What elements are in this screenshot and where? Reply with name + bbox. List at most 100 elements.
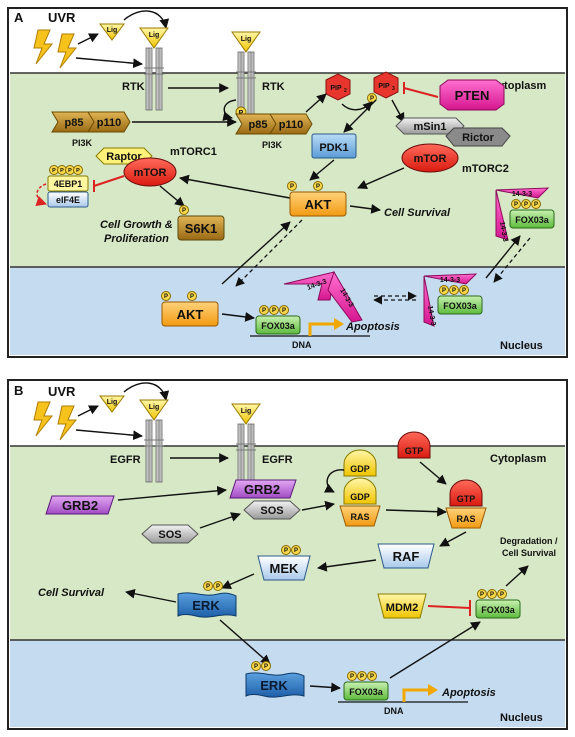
svg-text:P: P bbox=[514, 202, 518, 208]
svg-text:Lig: Lig bbox=[107, 399, 118, 406]
svg-text:P: P bbox=[350, 674, 354, 680]
svg-text:P: P bbox=[164, 294, 168, 300]
svg-text:P: P bbox=[316, 184, 320, 190]
svg-text:14-3-3: 14-3-3 bbox=[426, 305, 436, 326]
svg-text:P: P bbox=[282, 308, 286, 314]
svg-text:PDK1: PDK1 bbox=[319, 142, 348, 154]
svg-text:PTEN: PTEN bbox=[455, 88, 490, 103]
uv-bolt-icon bbox=[57, 33, 78, 69]
gdp-node-top: GDP bbox=[343, 449, 377, 477]
svg-text:Lig: Lig bbox=[149, 404, 160, 411]
cytoplasm-region bbox=[10, 446, 565, 640]
svg-text:Cell Survival: Cell Survival bbox=[502, 548, 556, 558]
svg-text:P: P bbox=[500, 592, 504, 598]
svg-text:RAS: RAS bbox=[456, 514, 475, 524]
svg-text:RAF: RAF bbox=[393, 549, 420, 564]
s6k1-node: P S6K1 bbox=[177, 205, 225, 241]
svg-text:FOX03a: FOX03a bbox=[349, 687, 384, 697]
svg-text:P: P bbox=[294, 548, 298, 554]
dna-label: DNA bbox=[384, 706, 404, 716]
dna-label: DNA bbox=[292, 340, 312, 350]
svg-text:AKT: AKT bbox=[305, 197, 332, 212]
fox03a-cytoplasm: P P P FOX03a bbox=[475, 589, 521, 619]
egfr-label-1: EGFR bbox=[110, 454, 141, 466]
pdk1-node: PDK1 bbox=[311, 133, 357, 159]
panel-b: B Cytoplasm Nucleus UVR Lig Lig EGFR Lig bbox=[7, 379, 568, 730]
svg-text:P: P bbox=[370, 96, 374, 102]
svg-text:GRB2: GRB2 bbox=[244, 482, 280, 497]
fox03a-14-3-3-nucleus: 14-3-3 14-3-3 P P P FOX03a bbox=[423, 273, 483, 327]
cell-growth-label: Cell Growth & bbox=[100, 219, 173, 231]
gtp-node-top: GTP bbox=[397, 431, 431, 459]
fox03a-nucleus: P P P FOX03a bbox=[255, 305, 301, 335]
svg-text:mTORC1: mTORC1 bbox=[170, 146, 217, 158]
apoptosis-label: Apoptosis bbox=[345, 321, 400, 333]
svg-text:P: P bbox=[206, 584, 210, 590]
svg-text:PI3K: PI3K bbox=[72, 138, 93, 148]
svg-text:p85: p85 bbox=[65, 117, 84, 129]
sos-free: SOS bbox=[141, 524, 199, 544]
svg-text:SOS: SOS bbox=[260, 505, 283, 517]
eif4e-node: eIF4E bbox=[47, 191, 89, 208]
pip2-node: PIP 2 bbox=[325, 73, 351, 101]
uv-bolt-icon bbox=[57, 405, 78, 441]
svg-text:P: P bbox=[290, 184, 294, 190]
svg-text:P: P bbox=[60, 168, 64, 174]
apoptosis-label: Apoptosis bbox=[441, 687, 496, 699]
svg-text:2: 2 bbox=[344, 88, 347, 94]
svg-text:mSin1: mSin1 bbox=[413, 121, 446, 133]
rtk-receptor-1: Lig bbox=[139, 27, 169, 111]
mtorc1-complex: Raptor mTOR mTORC1 bbox=[95, 146, 217, 187]
svg-text:P: P bbox=[68, 168, 72, 174]
cell-survival-label: Cell Survival bbox=[384, 207, 451, 219]
ras-gtp-node: GTP RAS bbox=[445, 479, 487, 529]
svg-text:PIP: PIP bbox=[330, 85, 342, 92]
svg-text:p110: p110 bbox=[279, 119, 303, 131]
nucleus-label: Nucleus bbox=[500, 340, 543, 352]
svg-text:P: P bbox=[76, 168, 80, 174]
egfr-receptor-1: Lig bbox=[139, 399, 169, 483]
svg-text:Proliferation: Proliferation bbox=[104, 233, 169, 245]
panel-a-letter: A bbox=[14, 10, 24, 25]
svg-text:SOS: SOS bbox=[158, 529, 181, 541]
svg-text:MDM2: MDM2 bbox=[386, 602, 418, 614]
svg-text:P: P bbox=[442, 288, 446, 294]
svg-text:RAS: RAS bbox=[350, 512, 369, 522]
pten-node: PTEN bbox=[439, 79, 505, 111]
svg-text:MEK: MEK bbox=[270, 561, 300, 576]
svg-text:P: P bbox=[182, 208, 186, 214]
svg-text:P: P bbox=[360, 674, 364, 680]
svg-text:FOX03a: FOX03a bbox=[515, 215, 550, 225]
fox03a-nucleus: P P P FOX03a bbox=[343, 671, 389, 701]
panel-b-letter: B bbox=[14, 383, 23, 398]
uv-bolt-icon bbox=[33, 29, 54, 65]
svg-text:Rictor: Rictor bbox=[462, 132, 495, 144]
rtk-receptor-2: Lig bbox=[231, 31, 261, 115]
uv-bolt-icon bbox=[33, 401, 54, 437]
svg-text:14-3-3: 14-3-3 bbox=[498, 221, 508, 242]
svg-text:mTOR: mTOR bbox=[134, 167, 167, 179]
svg-text:3: 3 bbox=[392, 86, 395, 92]
ligand-free: Lig bbox=[99, 23, 125, 41]
grb2-bound: GRB2 bbox=[229, 479, 297, 499]
fox03a-14-3-3-cytoplasm: 14-3-3 14-3-3 P P P FOX03a bbox=[495, 187, 555, 242]
svg-text:mTOR: mTOR bbox=[414, 153, 447, 165]
svg-text:P: P bbox=[272, 308, 276, 314]
svg-text:PIP: PIP bbox=[378, 83, 390, 90]
mek-node: P P MEK bbox=[257, 545, 311, 581]
ras-gdp-node: GDP RAS bbox=[339, 477, 381, 527]
svg-text:ERK: ERK bbox=[260, 678, 288, 693]
4ebp1-node: P P P P 4EBP1 bbox=[47, 165, 89, 192]
svg-text:S6K1: S6K1 bbox=[185, 221, 218, 236]
svg-text:Lig: Lig bbox=[149, 32, 160, 39]
egfr-receptor-2: Lig bbox=[231, 403, 261, 485]
svg-text:GDP: GDP bbox=[350, 492, 370, 502]
nucleus-label: Nucleus bbox=[500, 712, 543, 724]
degradation-label: Degradation / bbox=[500, 536, 558, 546]
svg-text:Lig: Lig bbox=[241, 36, 252, 43]
svg-text:14-3-3: 14-3-3 bbox=[440, 277, 460, 284]
svg-text:P: P bbox=[284, 548, 288, 554]
svg-text:P: P bbox=[52, 168, 56, 174]
svg-text:P: P bbox=[190, 294, 194, 300]
